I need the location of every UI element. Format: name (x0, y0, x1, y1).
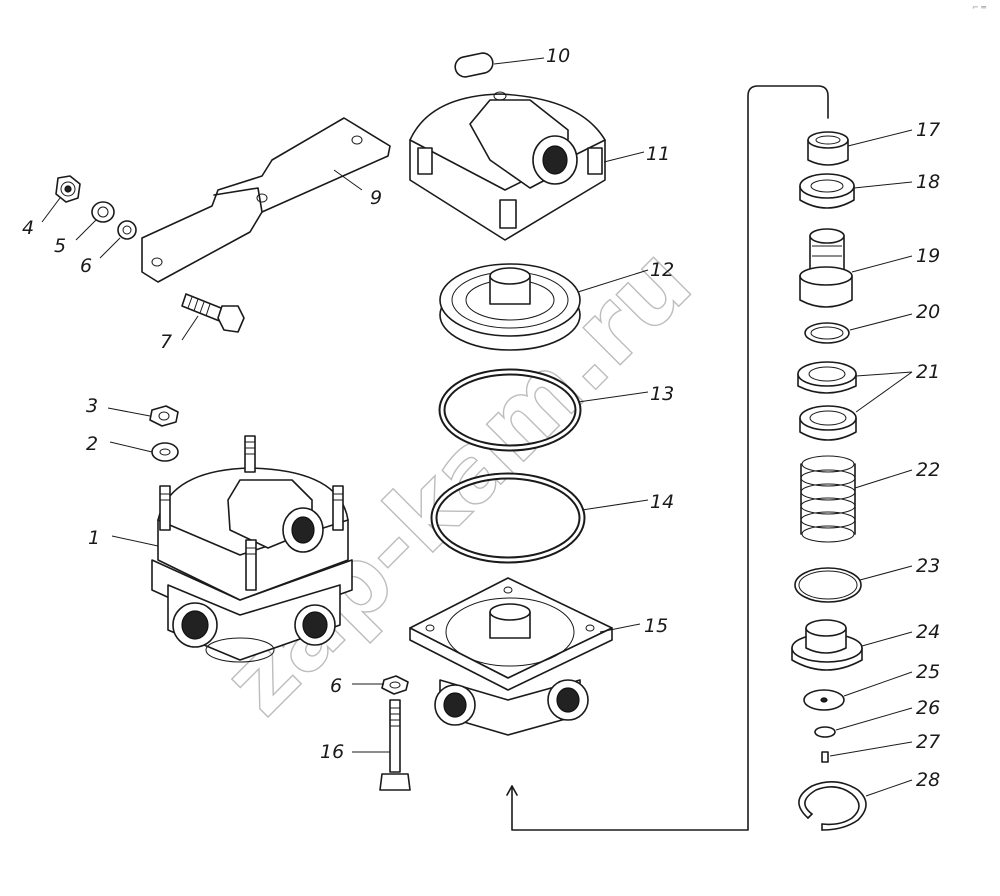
callout-10: 10 (546, 45, 570, 67)
part-piston-12 (439, 263, 581, 351)
callout-4: 4 (22, 217, 34, 239)
callout-6-upper: 6 (80, 255, 92, 277)
part-valve-seat-24 (791, 619, 863, 671)
part-spring-22 (800, 455, 856, 543)
part-washer-5 (91, 201, 115, 223)
callout-1: 1 (88, 527, 100, 549)
part-sleeve-17 (807, 131, 849, 166)
part-bolt-16 (379, 699, 411, 791)
part-pin-27 (821, 751, 829, 763)
callout-24: 24 (916, 621, 940, 643)
callout-13: 13 (650, 383, 674, 405)
callout-25: 25 (916, 661, 940, 683)
callout-6-lower: 6 (330, 675, 342, 697)
callout-26: 26 (916, 697, 940, 719)
part-valve-assembly-1 (151, 435, 353, 663)
part-bolt-7 (181, 293, 245, 333)
part-ring-20 (804, 322, 850, 344)
part-seals-21 (797, 361, 857, 441)
part-spring-washer-6 (117, 220, 137, 240)
callout-19: 19 (916, 245, 940, 267)
part-gasket-13 (438, 368, 582, 452)
corner-mark: ⌐ ═ (972, 3, 986, 12)
callout-11: 11 (646, 143, 670, 165)
part-circlip-28 (798, 781, 867, 831)
part-nut-4 (55, 175, 81, 203)
part-upper-cover-11 (409, 91, 606, 241)
part-gasket-14 (430, 472, 586, 564)
callout-22: 22 (916, 459, 940, 481)
callout-15: 15 (644, 615, 668, 637)
callout-labels: 4 5 6 7 9 10 11 12 13 14 15 1 3 2 6 16 1… (22, 45, 940, 791)
callout-16: 16 (320, 741, 344, 763)
assembly-guide-line (506, 85, 829, 831)
callout-17: 17 (916, 119, 940, 141)
callout-28: 28 (916, 769, 940, 791)
callout-14: 14 (650, 491, 674, 513)
callout-21: 21 (916, 361, 940, 383)
part-lower-body-15 (409, 577, 613, 736)
callout-23: 23 (916, 555, 940, 577)
part-nut-6-lower (381, 675, 409, 695)
part-seal-18 (799, 173, 855, 209)
callout-7: 7 (160, 331, 172, 353)
leader-lines (41, 57, 913, 797)
callout-9: 9 (370, 187, 382, 209)
part-nut-3 (149, 405, 179, 427)
part-bracket-9 (141, 117, 391, 283)
callout-3: 3 (86, 395, 98, 417)
part-washer-26 (814, 726, 836, 738)
part-ring-23 (794, 567, 862, 603)
callout-18: 18 (916, 171, 940, 193)
callout-20: 20 (916, 301, 940, 323)
part-disc-25 (803, 689, 845, 711)
callout-12: 12 (650, 259, 674, 281)
part-cap-10 (454, 52, 494, 78)
part-valve-19 (799, 228, 853, 308)
part-washer-2 (151, 442, 179, 462)
callout-27: 27 (916, 731, 940, 753)
callout-5: 5 (54, 235, 66, 257)
callout-2: 2 (86, 433, 98, 455)
